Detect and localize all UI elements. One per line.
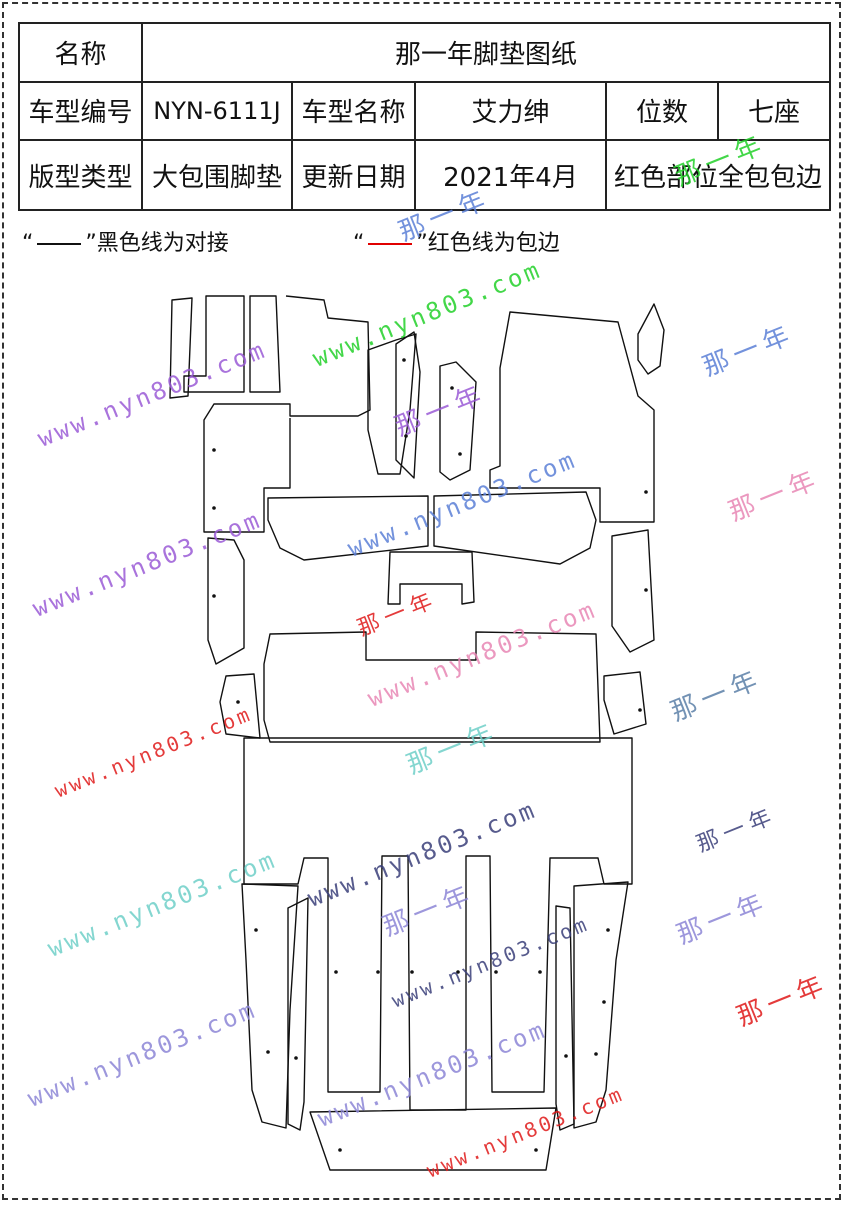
legend-black: “ ”黑色线为对接 [22, 225, 229, 257]
piece-front-right-main [489, 311, 655, 523]
piece-rear-trunk [309, 1107, 557, 1171]
legend-black-text: ”黑色线为对接 [85, 231, 229, 256]
model-name-label: 车型名称 [291, 80, 416, 142]
model-name-value: 艾力绅 [414, 80, 607, 142]
piece-front-left-strip [169, 297, 193, 399]
model-code-label: 车型编号 [18, 80, 143, 142]
legend-red: “ ”红色线为包边 [353, 225, 560, 257]
piece-front-left-panel [183, 295, 245, 393]
piece-row2-right-main [433, 491, 597, 565]
piece-front-right-strip [637, 303, 665, 375]
update-label: 更新日期 [291, 139, 416, 211]
seats-value: 七座 [716, 80, 832, 142]
piece-row3-main [263, 631, 601, 743]
piece-row2-left-side [207, 537, 245, 665]
legend-black-quote: “ [22, 231, 34, 256]
piece-center-strip-1 [395, 331, 421, 479]
piece-front-left-narrow [249, 295, 281, 393]
legend-red-text: ”红色线为包边 [416, 231, 560, 256]
red-line-sample [368, 243, 413, 245]
spec-table: 名称 那一年脚垫图纸 车型编号 NYN-6111J 车型名称 艾力绅 位数 七座… [18, 22, 832, 211]
piece-center-strip-2 [439, 361, 477, 481]
piece-rear-left-side [241, 883, 299, 1129]
black-line-sample [37, 243, 82, 245]
pattern-type-label: 版型类型 [18, 139, 143, 211]
seats-label: 位数 [605, 80, 719, 142]
title-value: 那一年脚垫图纸 [140, 22, 832, 83]
registration-dots [212, 358, 648, 1152]
piece-row2-right-side [611, 529, 655, 653]
pattern-type-value: 大包围脚垫 [141, 139, 293, 211]
model-code-value: NYN-6111J [141, 80, 293, 142]
piece-front-left-main [203, 295, 371, 533]
piece-center-sill-left [367, 333, 417, 475]
piece-row2-left-main [267, 495, 429, 561]
piece-row2-hump [387, 551, 475, 605]
piece-rear-left-inner [287, 897, 309, 1131]
piece-rear-right-side [573, 881, 629, 1129]
piece-rear-right-inner [555, 905, 575, 1131]
piece-row3-left-side [219, 673, 261, 739]
update-value: 2021年4月 [414, 139, 607, 211]
legend-red-quote: “ [353, 231, 365, 256]
piece-row3-right-side [603, 671, 647, 735]
note-value: 红色部位全包包边 [604, 139, 832, 211]
title-label: 名称 [18, 22, 143, 83]
